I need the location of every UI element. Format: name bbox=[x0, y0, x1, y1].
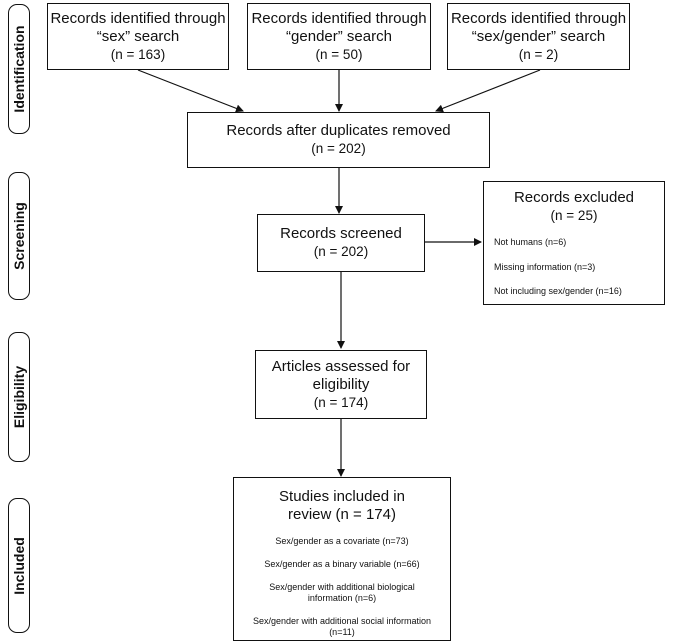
box-records-sexgender-search: Records identified through “sex/gender” … bbox=[447, 3, 630, 70]
excluded-item: Missing information (n=3) bbox=[494, 262, 596, 272]
box-sex-count: (n = 163) bbox=[110, 46, 166, 62]
eligibility-count: (n = 174) bbox=[313, 394, 369, 410]
included-item: information (n=6) bbox=[307, 593, 377, 603]
eligibility-line2: eligibility bbox=[312, 375, 370, 393]
excluded-item: Not humans (n=6) bbox=[494, 237, 567, 247]
included-line2: review (n = 174) bbox=[288, 506, 396, 523]
box-sexgender-count: (n = 2) bbox=[518, 46, 559, 62]
included-item: Sex/gender with additional biological bbox=[269, 582, 415, 592]
box-gender-count: (n = 50) bbox=[315, 46, 363, 62]
excluded-count: (n = 25) bbox=[550, 208, 598, 223]
stage-tab-screening: Screening bbox=[8, 172, 30, 300]
stage-tab-eligibility: Eligibility bbox=[8, 332, 30, 462]
box-articles-eligibility: Articles assessed for eligibility (n = 1… bbox=[255, 350, 427, 419]
box-after-duplicates: Records after duplicates removed (n = 20… bbox=[187, 112, 490, 168]
duplicates-label: Records after duplicates removed bbox=[226, 122, 451, 139]
arrow-sex-to-duplicates bbox=[137, 69, 244, 113]
screened-label: Records screened bbox=[280, 225, 402, 242]
box-sex-line1: Records identified through bbox=[50, 9, 226, 27]
stage-tab-identification: Identification bbox=[8, 4, 30, 134]
included-line1: Studies included in bbox=[279, 488, 405, 505]
box-sexgender-line1: Records identified through bbox=[450, 9, 627, 27]
box-records-screened: Records screened (n = 202) bbox=[257, 214, 425, 272]
arrow-sexgender-to-duplicates bbox=[435, 69, 541, 113]
box-gender-line2: “gender” search bbox=[286, 27, 392, 45]
included-item: Sex/gender with additional social inform… bbox=[252, 616, 432, 626]
box-records-excluded: Records excluded (n = 25) Not humans (n=… bbox=[483, 181, 665, 305]
excluded-item: Not including sex/gender (n=16) bbox=[494, 286, 622, 296]
box-records-gender-search: Records identified through “gender” sear… bbox=[247, 3, 431, 70]
box-gender-line1: Records identified through bbox=[251, 9, 427, 27]
included-item: Sex/gender as a covariate (n=73) bbox=[275, 536, 409, 546]
box-records-sex-search: Records identified through “sex” search … bbox=[47, 3, 229, 70]
box-studies-included: Studies included in review (n = 174) Sex… bbox=[233, 477, 451, 641]
screened-count: (n = 202) bbox=[313, 244, 369, 259]
stage-tab-included: Included bbox=[8, 498, 30, 633]
box-sex-line2: “sex” search bbox=[96, 27, 180, 45]
excluded-title: Records excluded bbox=[513, 189, 635, 206]
included-item: (n=11) bbox=[329, 627, 355, 637]
eligibility-line1: Articles assessed for bbox=[271, 357, 411, 375]
duplicates-count: (n = 202) bbox=[311, 141, 366, 156]
included-item: Sex/gender as a binary variable (n=66) bbox=[264, 559, 420, 569]
box-sexgender-line2: “sex/gender” search bbox=[471, 27, 606, 45]
